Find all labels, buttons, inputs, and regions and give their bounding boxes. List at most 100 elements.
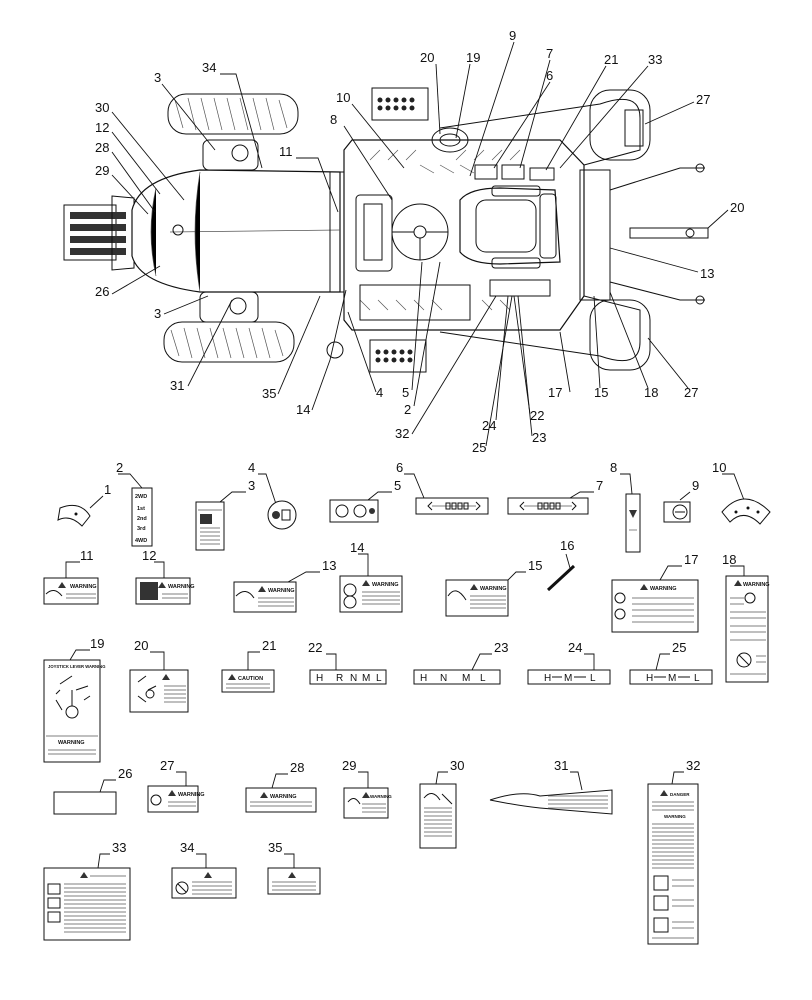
- callout-14: 14: [296, 402, 310, 417]
- decal-9: 9: [663, 478, 699, 523]
- decal-20: 20: [129, 638, 189, 713]
- decal-18: 18 WARNING: [722, 552, 770, 683]
- callout-20-right: 20: [730, 200, 744, 215]
- callout-2: 2: [404, 402, 411, 417]
- decal-25: 25 H M L: [629, 640, 713, 685]
- callout-4: 4: [376, 385, 383, 400]
- decal-4: 4: [248, 460, 297, 530]
- callout-20-top: 20: [420, 50, 434, 65]
- callout-9: 9: [509, 28, 516, 43]
- svg-text:7: 7: [596, 478, 603, 493]
- callout-6: 6: [546, 68, 553, 83]
- svg-text:31: 31: [554, 758, 568, 773]
- callout-3-bottom: 3: [154, 306, 161, 321]
- rear-tire-right: [589, 299, 651, 371]
- svg-text:8: 8: [610, 460, 617, 475]
- rear-frame: [579, 169, 611, 301]
- svg-text:13: 13: [322, 558, 336, 573]
- decal-15: 15 WARNING: [445, 558, 542, 617]
- svg-text:L: L: [590, 673, 596, 684]
- decal-14: 14 WARNING: [339, 540, 403, 613]
- svg-text:16: 16: [560, 538, 574, 553]
- tractor-top-view: [63, 87, 709, 373]
- operator-seat: [459, 185, 561, 269]
- svg-text:28: 28: [290, 760, 304, 775]
- decal-33: 33: [43, 840, 131, 941]
- svg-text:2: 2: [116, 460, 123, 475]
- svg-text:H: H: [420, 673, 427, 684]
- decal-3: 3: [195, 478, 255, 551]
- callout-27-bottom: 27: [684, 385, 698, 400]
- svg-text:M: M: [462, 673, 470, 684]
- svg-text:27: 27: [160, 758, 174, 773]
- callout-5: 5: [402, 385, 409, 400]
- front-left-tire: [167, 93, 299, 135]
- svg-text:26: 26: [118, 766, 132, 781]
- decal-10: 10: [712, 460, 771, 525]
- callout-22: 22: [530, 408, 544, 423]
- svg-text:19: 19: [90, 636, 104, 651]
- svg-text:32: 32: [686, 758, 700, 773]
- decal-12: 12 WARNING: [135, 548, 195, 605]
- front-weight: [63, 195, 135, 271]
- decal-34: 34: [171, 840, 237, 899]
- rear-tire-left: [589, 89, 651, 161]
- svg-text:R: R: [336, 673, 343, 684]
- svg-text:WARNING: WARNING: [480, 586, 507, 592]
- svg-text:1st: 1st: [137, 506, 145, 512]
- callout-19: 19: [466, 50, 480, 65]
- svg-text:5: 5: [394, 478, 401, 493]
- svg-text:H: H: [646, 673, 653, 684]
- svg-text:33: 33: [112, 840, 126, 855]
- decal-23: 23 H N M L: [413, 640, 508, 685]
- callout-30: 30: [95, 100, 109, 115]
- svg-text:WARNING: WARNING: [70, 584, 97, 590]
- svg-text:10: 10: [712, 460, 726, 475]
- callout-7: 7: [546, 46, 553, 61]
- decal-17: 17 WARNING: [611, 552, 699, 633]
- svg-text:1: 1: [104, 482, 111, 497]
- svg-text:JOYSTICK LEVER WARNING: JOYSTICK LEVER WARNING: [48, 664, 105, 669]
- top-link: [629, 227, 709, 239]
- front-right-tire: [163, 321, 295, 363]
- dash-panel: [355, 194, 393, 272]
- decal-11: 11 WARNING: [43, 548, 99, 605]
- callout-17: 17: [548, 385, 562, 400]
- svg-text:3rd: 3rd: [137, 526, 146, 532]
- svg-text:L: L: [480, 673, 486, 684]
- callout-28: 28: [95, 140, 109, 155]
- svg-text:N: N: [350, 673, 357, 684]
- svg-text:L: L: [376, 673, 382, 684]
- svg-text:WARNING: WARNING: [268, 588, 295, 594]
- svg-text:L: L: [694, 673, 700, 684]
- tractor-callouts: 3 34 30 12 28 29 26 3 31 35 14 4 5 2 32 …: [95, 28, 744, 455]
- decal-31: 31: [489, 758, 613, 815]
- decal-6: 6: [396, 460, 489, 515]
- callout-26: 26: [95, 284, 109, 299]
- step-panel-bottom: [369, 339, 427, 373]
- fuel-cap: [431, 127, 469, 153]
- callout-31: 31: [170, 378, 184, 393]
- svg-text:DANGER: DANGER: [670, 792, 690, 797]
- svg-text:M: M: [362, 673, 370, 684]
- decal-28: 28 WARNING: [245, 760, 317, 813]
- svg-text:WARNING: WARNING: [372, 582, 399, 588]
- svg-text:25: 25: [672, 640, 686, 655]
- callout-3-top: 3: [154, 70, 161, 85]
- callout-29: 29: [95, 163, 109, 178]
- svg-text:9: 9: [692, 478, 699, 493]
- decal-26: 26: [53, 766, 132, 815]
- callout-8: 8: [330, 112, 337, 127]
- svg-text:22: 22: [308, 640, 322, 655]
- svg-text:11: 11: [80, 548, 94, 563]
- callout-18: 18: [644, 385, 658, 400]
- decal-21: 21 CAUTION: [221, 638, 276, 693]
- svg-text:34: 34: [180, 840, 194, 855]
- front-axle-hub-right: [199, 291, 259, 323]
- callout-25: 25: [472, 440, 486, 455]
- svg-text:M: M: [564, 673, 572, 684]
- decal-7: 7: [507, 478, 603, 515]
- rear-fender-right: [439, 295, 641, 362]
- decal-27: 27 WARNING: [147, 758, 205, 813]
